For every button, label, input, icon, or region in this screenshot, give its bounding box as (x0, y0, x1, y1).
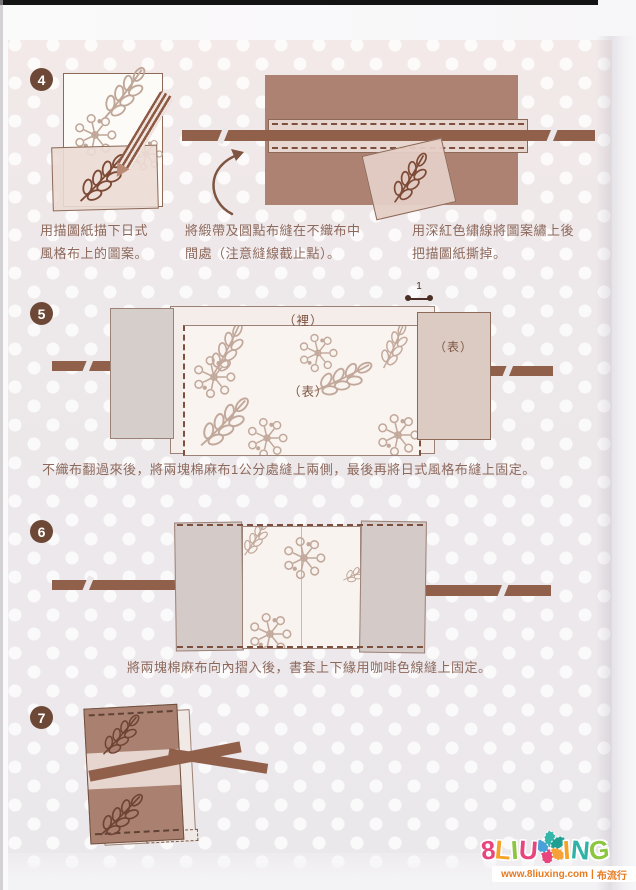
stitch-line-top (177, 524, 423, 526)
leaf-sprig-icon (92, 791, 149, 839)
front-side-label-right: （表） (434, 340, 474, 354)
step6-folded-flap-left (174, 521, 244, 652)
step4-caption-1: 用描圖紙描下日式 風格布上的圖案。 (40, 223, 149, 261)
watermark-brand: 布流行 (596, 870, 627, 882)
stitch-line (272, 123, 524, 125)
step6-folded-flap-right (359, 520, 427, 654)
seam-mark-value: 1 (416, 281, 422, 292)
leaf-sprig-icon (371, 147, 446, 209)
logo-letter: G (587, 834, 612, 866)
logo-letter: U (517, 834, 539, 866)
flower-x-icon (535, 831, 566, 863)
step5-linen-flap-left (110, 308, 174, 439)
watermark-divider: | (591, 868, 594, 880)
step4-caption-2: 將緞帶及圓點布縫在不織布中 間處（注意縫線截止點）。 (185, 223, 361, 261)
dot-flower-icon (191, 354, 237, 400)
dot-flower-icon (375, 412, 421, 456)
dot-flower-icon (245, 416, 289, 456)
step5-ribbon-right (491, 366, 553, 376)
seam-mark-dumbbell (405, 295, 433, 303)
step-4-number-badge: 4 (30, 68, 53, 91)
step6-ribbon-right (426, 585, 551, 596)
curved-arrow-icon (212, 149, 244, 216)
step4-tracing-paper (51, 144, 159, 212)
step4-caption-3: 用深紅色繡線將圖案繡上後 把描圖紙撕掉。 (412, 223, 575, 261)
step6-ribbon-left (52, 580, 175, 590)
front-side-label: （表） (288, 385, 329, 399)
step5-ribbon-left (52, 361, 112, 371)
dot-flower-icon (281, 535, 327, 581)
step5-front-panel-right (417, 312, 491, 440)
step5-caption: 不織布翻過來後，將兩塊棉麻布1公分處縫上兩側，最後再將日式風格布縫上固定。 (42, 462, 536, 477)
leaf-sprig-icon (242, 526, 277, 558)
step6-cover-center-panel (242, 526, 361, 649)
fold-line (301, 527, 302, 648)
scan-left-edge (0, 0, 3, 890)
scan-top-edge (0, 0, 598, 5)
leaf-sprig-icon (341, 557, 361, 588)
watermark-url: www.8liuxing.com (501, 868, 589, 880)
bliuxing-logo: 8 L I U I N G (479, 831, 612, 866)
lining-label: （裡） (283, 314, 324, 328)
scan-right-shade (596, 36, 636, 890)
step4-ribbon (182, 130, 595, 141)
step-6-number-badge: 6 (30, 520, 53, 543)
step-7-number-badge: 7 (30, 706, 53, 729)
one-cm-seam-mark: 1 (405, 282, 433, 303)
step5-patterned-front-panel (183, 325, 421, 456)
dot-flower-icon (247, 611, 293, 649)
watermark-url-strip: www.8liuxing.com | 布流行 (492, 866, 636, 882)
stitch-line-bottom (177, 646, 423, 648)
step6-caption: 將兩塊棉麻布向內摺入後，書套上下緣用咖啡色線縫上固定。 (127, 660, 492, 675)
step-5-number-badge: 5 (30, 302, 53, 325)
